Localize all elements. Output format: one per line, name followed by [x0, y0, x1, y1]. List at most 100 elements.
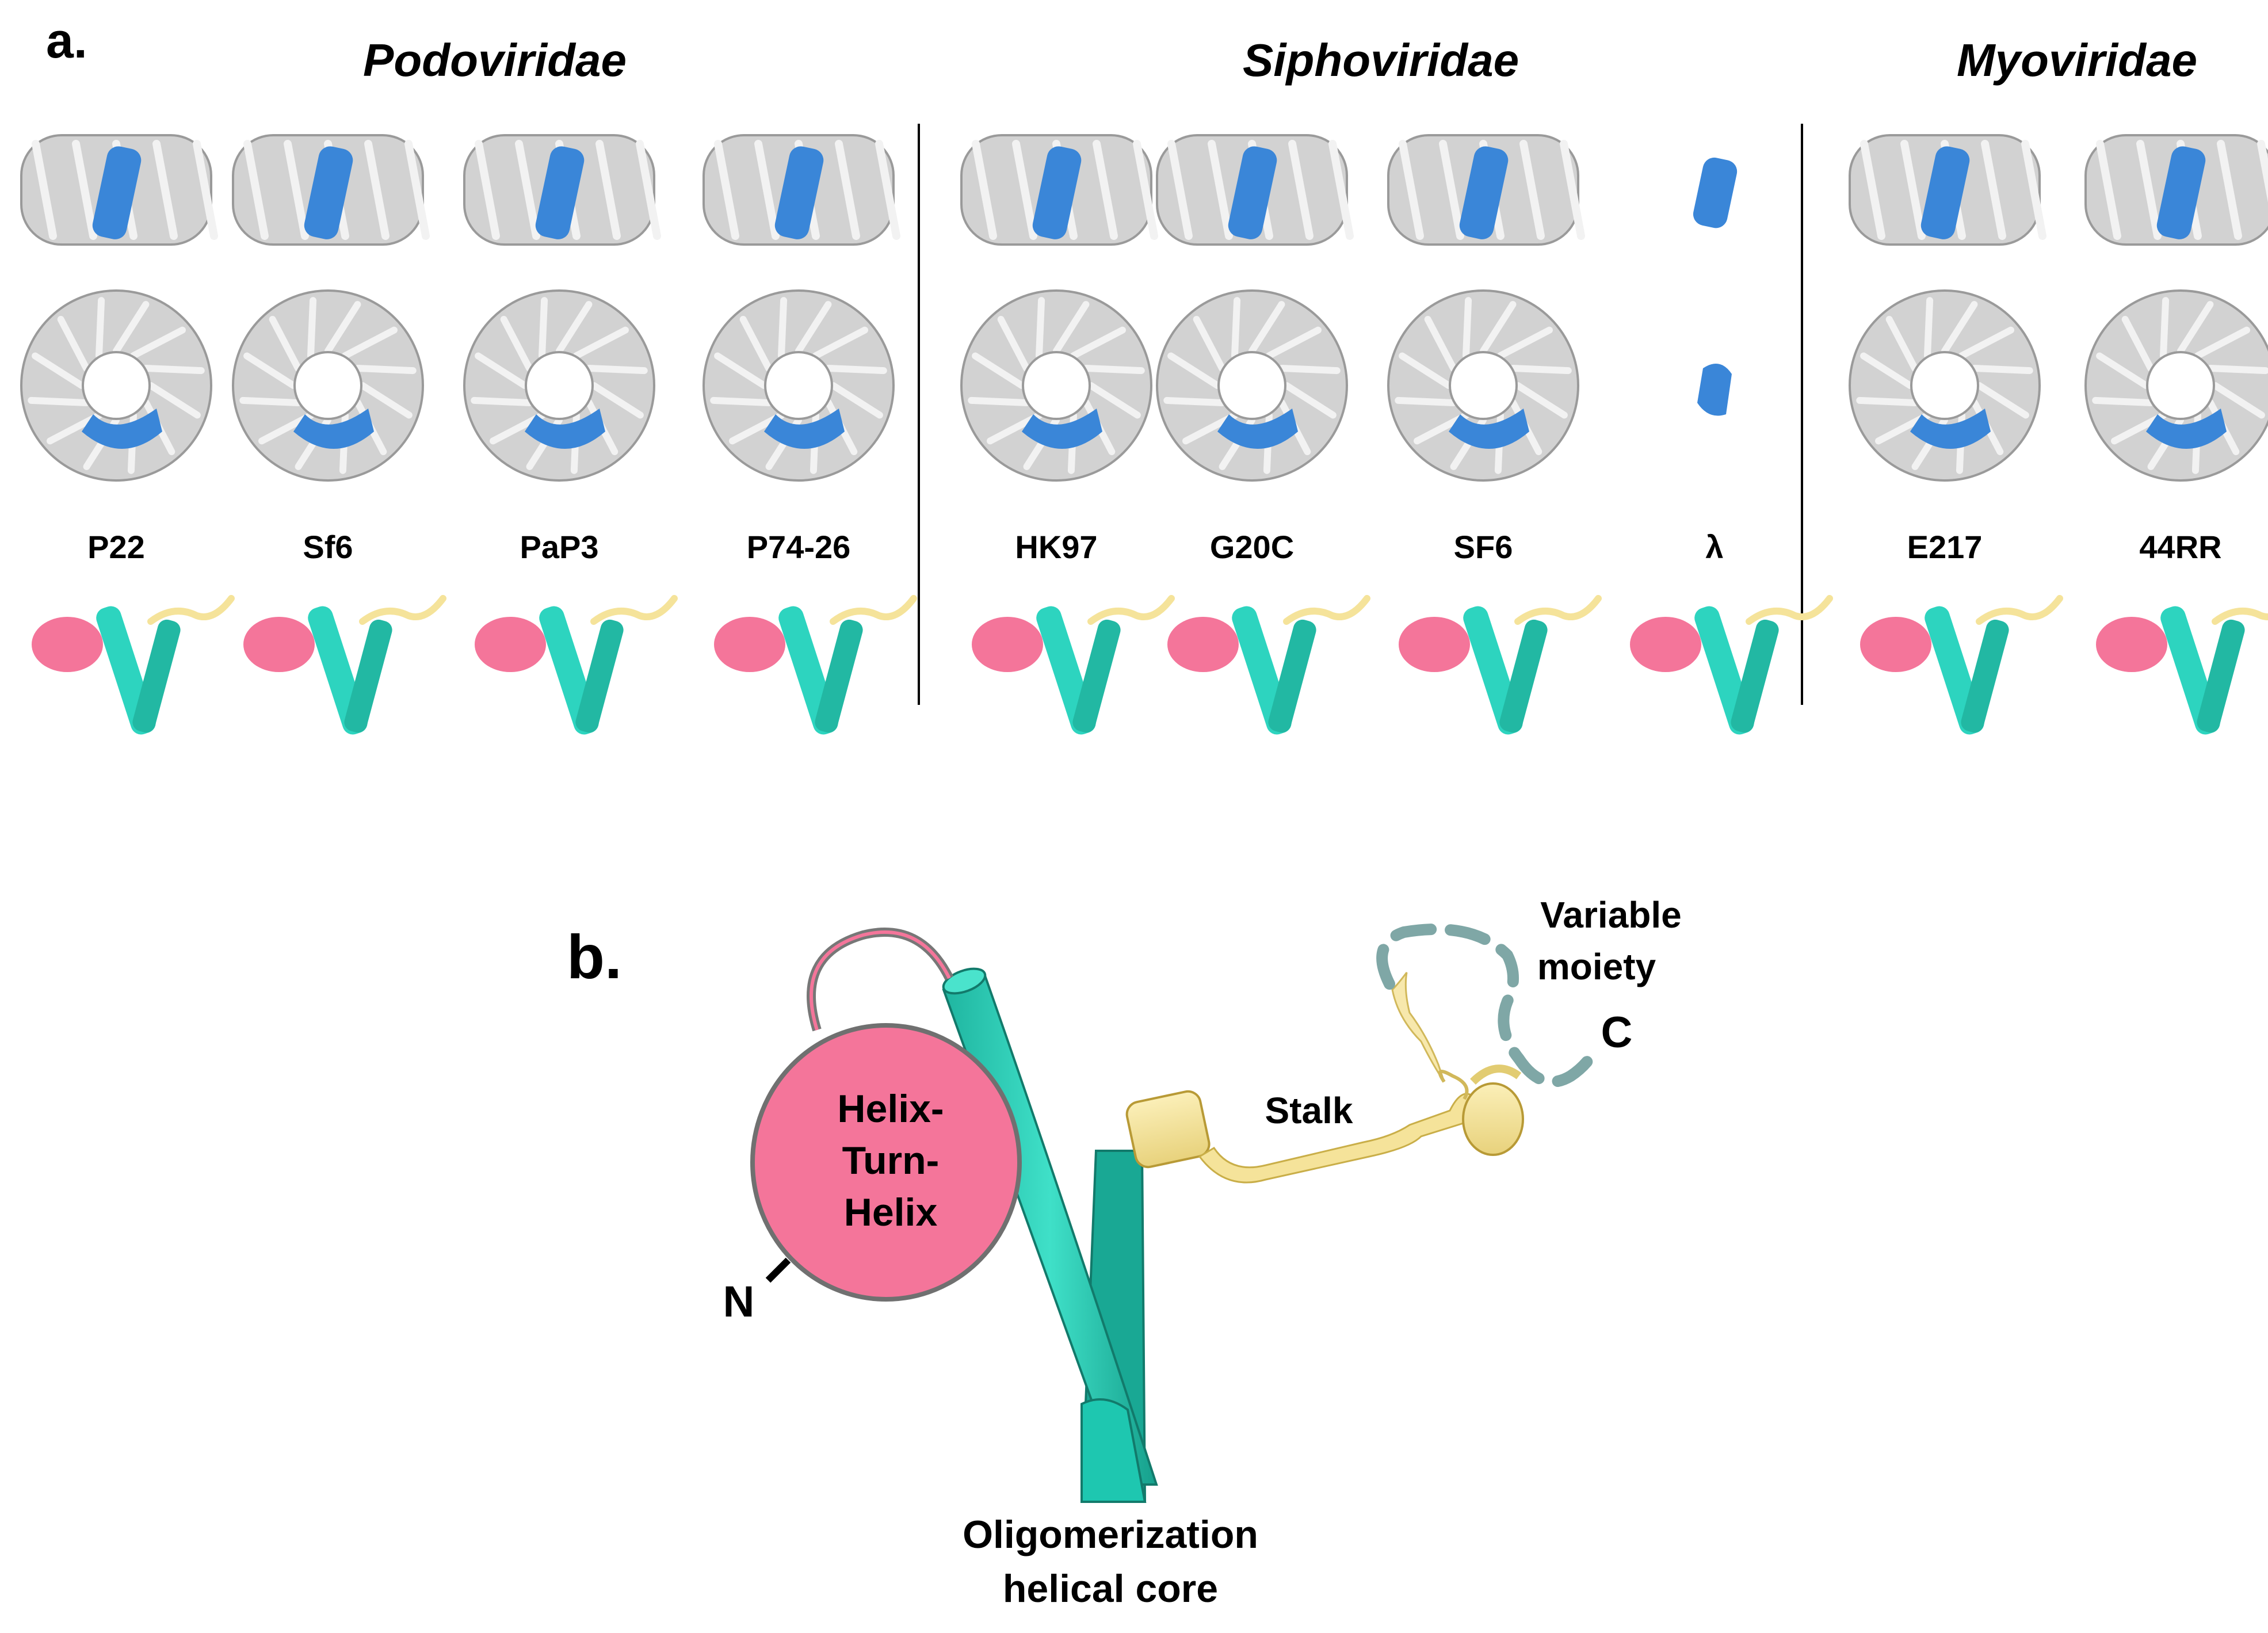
- subunit-stripe: [475, 352, 528, 389]
- phage-label: λ: [1705, 529, 1723, 565]
- subunit-stripe: [1087, 382, 1141, 419]
- monomer-stalk: [2212, 608, 2268, 625]
- variable-moiety-label: moiety: [1537, 946, 1656, 987]
- htt-domain: [750, 1023, 1022, 1302]
- subunit-stripe: [342, 326, 398, 360]
- subunit-stripe: [2096, 140, 2121, 240]
- subunit-stripe: [57, 316, 90, 372]
- subunit-stripe: [1941, 301, 1978, 354]
- subunit-stripe: [1560, 140, 1585, 240]
- subunit-stripe: [72, 140, 97, 240]
- subunit-stripe: [28, 396, 90, 406]
- monomer-htt: [1167, 617, 1239, 672]
- subunit-stripe: [515, 140, 540, 240]
- subunit-stripe: [284, 140, 309, 240]
- subunit-stripe: [795, 301, 832, 354]
- htt-label: Turn-: [842, 1139, 940, 1182]
- subunit-stripe: [2160, 297, 2170, 360]
- monomer-stalk: [147, 595, 235, 625]
- subunit-stripe: [32, 140, 57, 240]
- subunit-stripe: [2257, 140, 2268, 203]
- subunit-stripe: [96, 297, 105, 360]
- family-title-podoviridae: Podoviridae: [363, 35, 627, 86]
- monomer-htt: [2096, 617, 2167, 672]
- highlighted-subunit: [1920, 146, 1970, 239]
- phage-label: HK97: [1015, 529, 1097, 565]
- subunit-stripe: [590, 382, 644, 419]
- subunit-stripe: [1924, 297, 1934, 360]
- highlighted-subunit: [525, 409, 605, 449]
- subunit-stripe: [739, 316, 773, 372]
- phage-label: PaP3: [520, 529, 599, 565]
- highlighted-subunit: [1693, 157, 1738, 228]
- portal-channel: [293, 351, 362, 420]
- subunit-stripe: [1082, 365, 1145, 375]
- subunit-stripe: [585, 365, 648, 375]
- monomer-htt: [1630, 617, 1701, 672]
- phage-label: P74-26: [747, 529, 851, 565]
- subunit-stripe: [595, 140, 621, 240]
- subunit-stripe: [142, 365, 205, 375]
- subunit-stripe: [354, 365, 417, 375]
- highlighted-subunit: [1228, 146, 1277, 239]
- variable-moiety-loop: [1376, 924, 1602, 1088]
- subunit-stripe: [2177, 301, 2214, 354]
- highlighted-subunit: [1910, 409, 1991, 449]
- n-terminus-label: N: [723, 1277, 755, 1326]
- subunit-stripe: [1860, 352, 1914, 389]
- monomer-core-helix: [1072, 619, 1121, 733]
- monomer-core-helix: [1499, 619, 1548, 733]
- subunit-stripe: [113, 301, 150, 354]
- subunit-stripe: [2096, 352, 2149, 389]
- highlighted-subunit: [1449, 409, 1529, 449]
- subunit-stripe: [2121, 316, 2155, 372]
- htt-label: Helix-: [837, 1087, 944, 1131]
- monomer-htt: [1860, 617, 1931, 672]
- monomer-htt: [32, 617, 103, 672]
- subunit-stripe: [1193, 316, 1226, 372]
- subunit-stripe: [2021, 140, 2046, 240]
- highlighted-subunit: [1697, 364, 1732, 416]
- phage-label: Sf6: [303, 529, 353, 565]
- subunit-stripe: [1266, 326, 1322, 360]
- subunit-stripe: [556, 301, 593, 354]
- subunit-stripe: [269, 316, 302, 372]
- family-title-myoviridae: Myoviridae: [1957, 35, 2197, 86]
- subunit-stripe: [710, 396, 773, 406]
- n-terminus-tail: [765, 1257, 791, 1283]
- monomer-htt: [243, 617, 315, 672]
- subunit-stripe: [1971, 365, 2033, 375]
- monomer-htt: [714, 617, 785, 672]
- subunit-stripe: [152, 140, 178, 240]
- subunit-stripe: [1012, 140, 1037, 240]
- subunit-stripe: [636, 140, 661, 240]
- subunit-stripe: [1976, 382, 2029, 419]
- portal-channel: [82, 351, 151, 420]
- monomer-htt: [475, 617, 546, 672]
- subunit-stripe: [1208, 140, 1233, 240]
- monomer-core-helix: [2197, 619, 2245, 733]
- subunit-stripe: [307, 297, 317, 360]
- subunit-stripe: [1070, 326, 1126, 360]
- family-title-siphoviridae: Siphoviridae: [1243, 35, 1519, 86]
- subunit-stripe: [754, 140, 780, 240]
- subunit-stripe: [239, 396, 302, 406]
- subunit-stripe: [1163, 396, 1226, 406]
- monomer-stalk: [1976, 595, 2063, 625]
- c-terminus-label: C: [1601, 1008, 1633, 1057]
- subunit-stripe: [1463, 297, 1472, 360]
- monomer-stalk: [590, 595, 678, 625]
- subunit-stripe: [1167, 352, 1221, 389]
- subunit-stripe: [243, 140, 269, 240]
- monomer-core-helix: [575, 619, 624, 733]
- portal-channel: [1449, 351, 1518, 420]
- subunit-stripe: [1856, 396, 1919, 406]
- subunit-stripe: [1278, 365, 1341, 375]
- subunit-stripe: [997, 316, 1030, 372]
- subunit-stripe: [1519, 140, 1545, 240]
- subunit-stripe: [1399, 140, 1424, 240]
- monomer-stalk: [1283, 595, 1370, 625]
- highlighted-subunit: [1459, 146, 1509, 239]
- subunit-stripe: [1497, 326, 1553, 360]
